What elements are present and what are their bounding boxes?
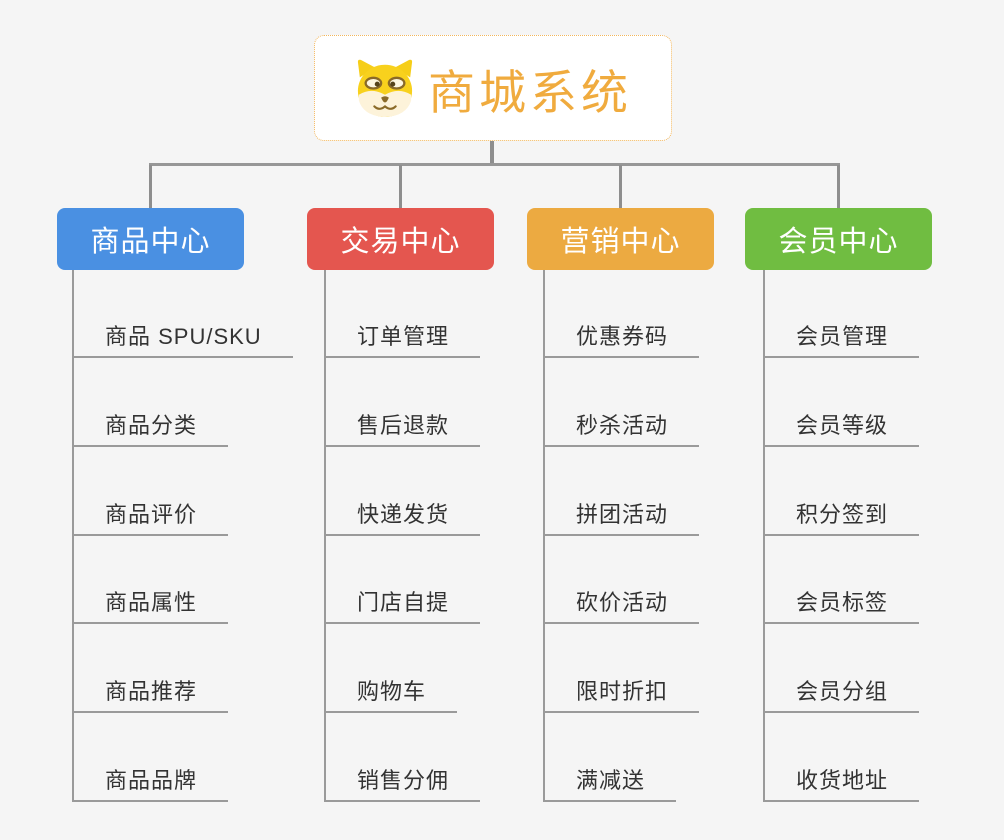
leaf-node[interactable]: 订单管理	[324, 322, 481, 358]
leaf-node[interactable]: 会员分组	[763, 677, 920, 713]
leaf-node[interactable]: 收货地址	[763, 766, 920, 802]
leaf-node[interactable]: 商品 SPU/SKU	[72, 322, 293, 358]
horizontal-connector	[149, 163, 840, 166]
dog-face-icon	[357, 59, 413, 118]
leaf-node[interactable]: 满减送	[543, 766, 677, 802]
leaf-node[interactable]: 秒杀活动	[543, 411, 700, 447]
leaf-node[interactable]: 优惠券码	[543, 322, 700, 358]
leaf-node[interactable]: 积分签到	[763, 500, 920, 536]
root-title: 商城系统	[428, 65, 632, 119]
branch-node-marketing-center[interactable]: 营销中心	[527, 208, 714, 270]
branch-node-member-center[interactable]: 会员中心	[745, 208, 932, 270]
leaf-node[interactable]: 会员等级	[763, 411, 920, 447]
connector-drop-marketing	[619, 165, 622, 208]
leaf-node[interactable]: 商品评价	[72, 500, 229, 536]
branch-label: 商品中心	[90, 226, 211, 258]
leaf-node[interactable]: 拼团活动	[543, 500, 700, 536]
leaf-node[interactable]: 砍价活动	[543, 588, 700, 624]
leaf-node[interactable]: 商品推荐	[72, 677, 229, 713]
leaf-node[interactable]: 销售分佣	[324, 766, 481, 802]
leaf-node[interactable]: 会员管理	[763, 322, 920, 358]
leaf-node[interactable]: 快递发货	[324, 500, 481, 536]
leaf-node[interactable]: 商品属性	[72, 588, 229, 624]
leaf-node[interactable]: 购物车	[324, 677, 458, 713]
leaf-node[interactable]: 商品分类	[72, 411, 229, 447]
branch-node-trade-center[interactable]: 交易中心	[307, 208, 494, 270]
branch-label: 会员中心	[778, 226, 899, 258]
connector-drop-member	[837, 165, 840, 208]
connector-drop-product	[149, 165, 152, 208]
leaf-node[interactable]: 商品品牌	[72, 766, 229, 802]
leaf-node[interactable]: 门店自提	[324, 588, 481, 624]
leaf-node[interactable]: 限时折扣	[543, 677, 700, 713]
root-connector-stub	[490, 141, 494, 166]
leaf-node[interactable]: 售后退款	[324, 411, 481, 447]
branch-label: 营销中心	[560, 226, 681, 258]
branch-label: 交易中心	[340, 226, 461, 258]
connector-drop-trade	[399, 165, 402, 208]
branch-node-product-center[interactable]: 商品中心	[57, 208, 244, 270]
root-node[interactable]: 商城系统	[314, 35, 672, 141]
leaf-node[interactable]: 会员标签	[763, 588, 920, 624]
